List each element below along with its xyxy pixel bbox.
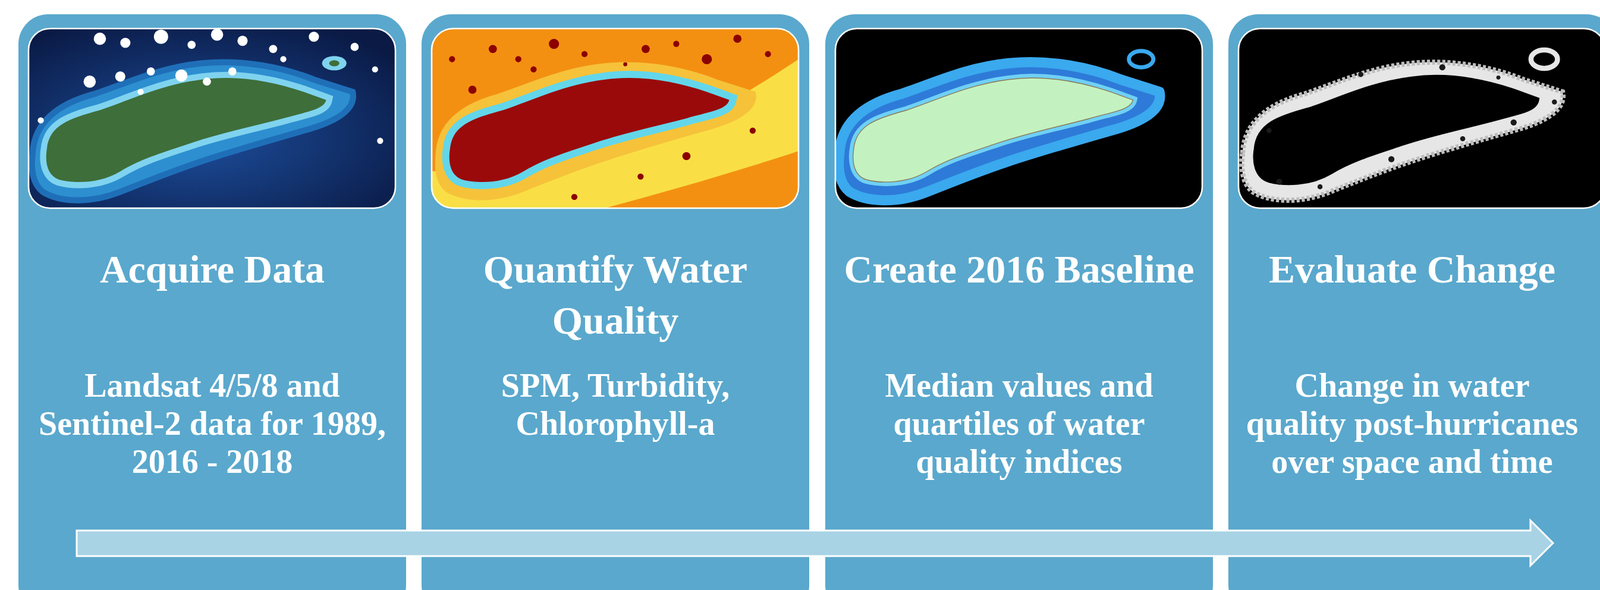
speck <box>83 75 97 88</box>
speck <box>749 127 756 134</box>
speck <box>269 44 278 53</box>
speck <box>237 35 248 46</box>
speck <box>1510 119 1517 126</box>
step-description: Change in water quality post-hurricanes … <box>1243 366 1581 481</box>
panel-backgrounds <box>18 14 1600 590</box>
panel-shape <box>825 14 1213 590</box>
small-island <box>1129 51 1154 68</box>
panel-shape <box>1228 14 1600 590</box>
shallow-water <box>46 77 327 182</box>
island <box>46 77 327 182</box>
speck <box>641 44 650 53</box>
speck <box>350 42 360 52</box>
water-quality-map <box>431 28 799 209</box>
small-island <box>329 60 340 66</box>
image-border <box>28 28 396 209</box>
small-island <box>322 55 347 71</box>
speck <box>153 29 169 44</box>
clouds <box>37 28 383 144</box>
speck <box>1317 184 1323 190</box>
baseline-map <box>835 28 1203 209</box>
speck <box>187 41 196 50</box>
small-island <box>1531 49 1558 69</box>
speck <box>581 51 588 58</box>
speck <box>701 54 712 65</box>
ocean <box>431 28 799 209</box>
speck <box>448 55 455 62</box>
background <box>1238 28 1600 209</box>
process-arrow <box>76 520 1554 566</box>
process-panel: Evaluate ChangeChange in water quality p… <box>1228 14 1600 590</box>
island <box>853 77 1134 182</box>
step-description: Median values and quartiles of water qua… <box>843 366 1196 481</box>
step-title: Acquire Data <box>36 243 389 347</box>
speck <box>488 44 498 53</box>
speck <box>1266 127 1272 134</box>
speck <box>673 41 680 47</box>
process-panel: Acquire DataLandsat 4/5/8 and Sentinel-2… <box>18 14 407 590</box>
speck <box>548 38 559 49</box>
speck <box>137 88 144 95</box>
speck <box>202 77 212 86</box>
speck <box>733 34 742 43</box>
speck <box>1358 71 1364 78</box>
step-description: SPM, Turbidity, Chlorophyll-a <box>439 366 792 443</box>
island <box>449 77 730 182</box>
image-border <box>431 28 799 209</box>
speck <box>468 85 477 94</box>
panel-shape <box>18 14 407 590</box>
ocean <box>28 28 396 209</box>
speck <box>228 67 237 76</box>
speck <box>637 173 644 180</box>
step-title: Evaluate Change <box>1243 243 1581 347</box>
speck <box>571 193 578 200</box>
speck <box>146 67 156 76</box>
speck <box>211 28 224 42</box>
speck <box>308 31 319 42</box>
process-panel: Quantify Water QualitySPM, Turbidity, Ch… <box>421 14 810 590</box>
speck <box>376 137 383 144</box>
speck <box>37 117 44 124</box>
speck <box>530 65 537 72</box>
speck <box>115 71 126 82</box>
speck <box>280 55 286 62</box>
island <box>1256 77 1537 182</box>
step-title: Create 2016 Baseline <box>843 243 1196 347</box>
speck <box>372 65 379 72</box>
speck <box>1496 75 1501 80</box>
speck <box>1551 99 1558 105</box>
speck <box>120 37 131 48</box>
speck <box>1275 178 1282 185</box>
reef-shelf <box>32 62 354 201</box>
masked-pixels <box>448 34 772 200</box>
change-ring <box>1242 62 1564 201</box>
background <box>835 28 1203 209</box>
reef-shelf <box>838 62 1161 201</box>
speck <box>682 152 691 161</box>
speck <box>1439 64 1446 71</box>
step-description: Landsat 4/5/8 and Sentinel-2 data for 19… <box>36 366 389 481</box>
speck <box>1460 136 1466 142</box>
image-border <box>1238 28 1600 209</box>
speck <box>1388 156 1395 163</box>
step-title: Quantify Water Quality <box>439 243 792 347</box>
speck <box>623 62 628 67</box>
speck <box>93 32 107 46</box>
reef-shelf <box>435 62 757 201</box>
speck <box>515 55 522 62</box>
speck <box>175 69 188 83</box>
shallow-water <box>853 77 1134 182</box>
speck <box>764 51 771 58</box>
change-map <box>1238 28 1600 209</box>
turbid-band <box>431 58 799 209</box>
satellite-image <box>28 28 396 209</box>
change-gaps <box>1266 64 1557 190</box>
image-border <box>835 28 1203 209</box>
panel-shape <box>421 14 810 590</box>
process-panel: Create 2016 BaselineMedian values and qu… <box>825 14 1213 590</box>
shallow-water <box>449 77 730 182</box>
